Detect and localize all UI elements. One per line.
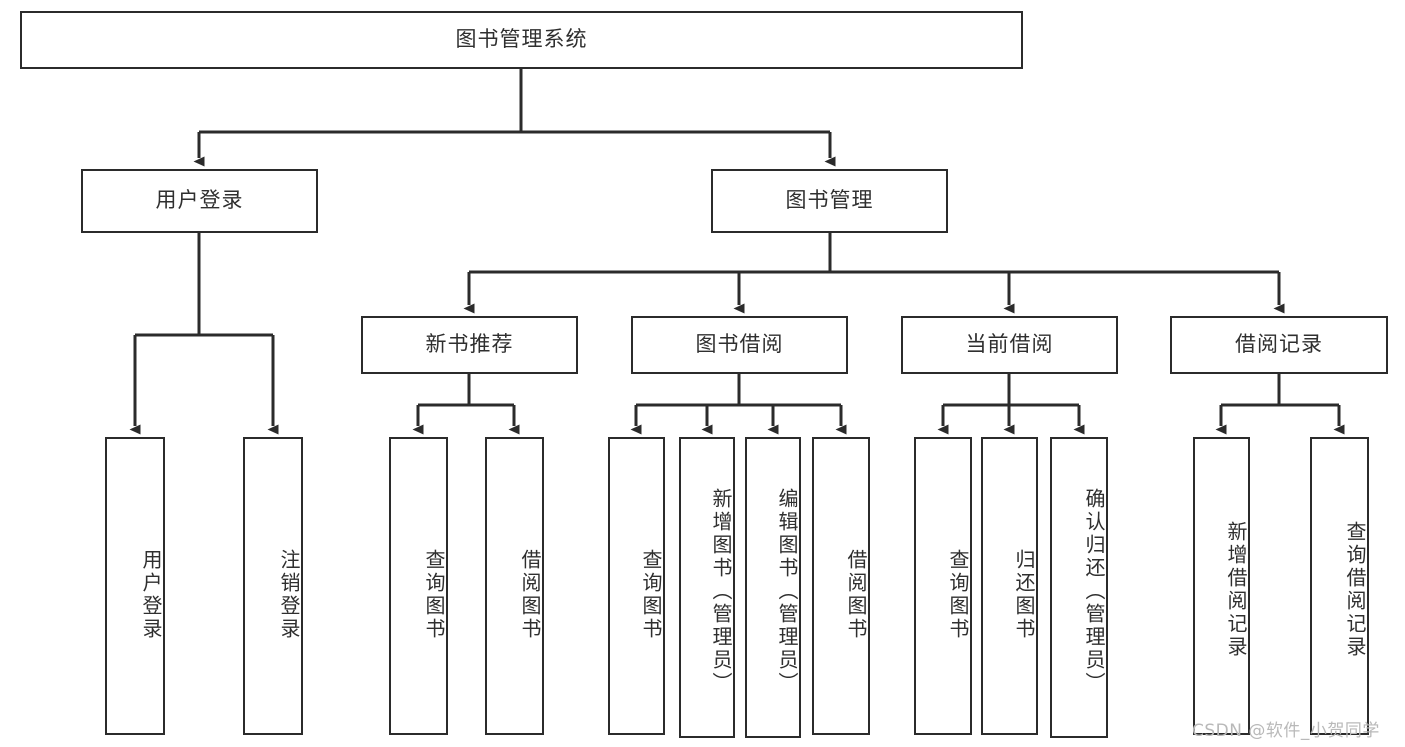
node-leaf-query-book-current-label: 查询图书	[946, 549, 970, 641]
node-leaf-add-book[interactable]: 新增图书（管理员）	[679, 437, 735, 738]
node-root[interactable]: 图书管理系统	[20, 11, 1023, 69]
node-leaf-query-book-borrow[interactable]: 查询图书	[608, 437, 665, 735]
node-new-book-rec[interactable]: 新书推荐	[361, 316, 578, 374]
node-leaf-borrow-book-rec[interactable]: 借阅图书	[485, 437, 544, 735]
node-user-login[interactable]: 用户登录	[81, 169, 318, 233]
node-user-login-label: 用户登录	[155, 188, 244, 213]
node-leaf-edit-book[interactable]: 编辑图书（管理员）	[745, 437, 801, 738]
node-leaf-user-login-label: 用户登录	[139, 549, 163, 641]
node-book-manage[interactable]: 图书管理	[711, 169, 948, 233]
node-leaf-query-borrow-record[interactable]: 查询借阅记录	[1310, 437, 1369, 735]
node-leaf-add-borrow-record-label: 新增借阅记录	[1224, 521, 1248, 659]
node-leaf-query-book-borrow-label: 查询图书	[639, 549, 663, 641]
node-current-borrow-label: 当前借阅	[965, 332, 1054, 357]
node-leaf-borrow-book-rec-label: 借阅图书	[518, 549, 542, 641]
node-leaf-borrow-book[interactable]: 借阅图书	[812, 437, 870, 735]
node-leaf-add-book-label: 新增图书（管理员）	[709, 488, 733, 695]
node-leaf-query-book-rec-label: 查询图书	[422, 549, 446, 641]
node-leaf-add-borrow-record[interactable]: 新增借阅记录	[1193, 437, 1250, 735]
node-leaf-query-borrow-record-label: 查询借阅记录	[1343, 521, 1367, 659]
node-root-label: 图书管理系统	[455, 27, 588, 52]
node-borrow-record[interactable]: 借阅记录	[1170, 316, 1388, 374]
node-leaf-confirm-return-label: 确认归还（管理员）	[1082, 488, 1106, 695]
node-leaf-user-logout-label: 注销登录	[277, 549, 301, 641]
node-leaf-query-book-rec[interactable]: 查询图书	[389, 437, 448, 735]
node-book-borrow[interactable]: 图书借阅	[631, 316, 848, 374]
node-new-book-rec-label: 新书推荐	[425, 332, 514, 357]
node-leaf-return-book-label: 归还图书	[1012, 549, 1036, 641]
node-book-manage-label: 图书管理	[785, 188, 874, 213]
node-leaf-return-book[interactable]: 归还图书	[981, 437, 1038, 735]
node-leaf-edit-book-label: 编辑图书（管理员）	[775, 488, 799, 695]
node-leaf-query-book-current[interactable]: 查询图书	[914, 437, 972, 735]
node-leaf-confirm-return[interactable]: 确认归还（管理员）	[1050, 437, 1108, 738]
csdn-watermark: CSDN @软件_小贺同学	[1192, 721, 1380, 741]
node-borrow-record-label: 借阅记录	[1235, 332, 1323, 357]
node-leaf-borrow-book-label: 借阅图书	[844, 549, 868, 641]
node-leaf-user-logout[interactable]: 注销登录	[243, 437, 303, 735]
node-leaf-user-login[interactable]: 用户登录	[105, 437, 165, 735]
node-book-borrow-label: 图书借阅	[695, 332, 784, 357]
node-current-borrow[interactable]: 当前借阅	[901, 316, 1118, 374]
